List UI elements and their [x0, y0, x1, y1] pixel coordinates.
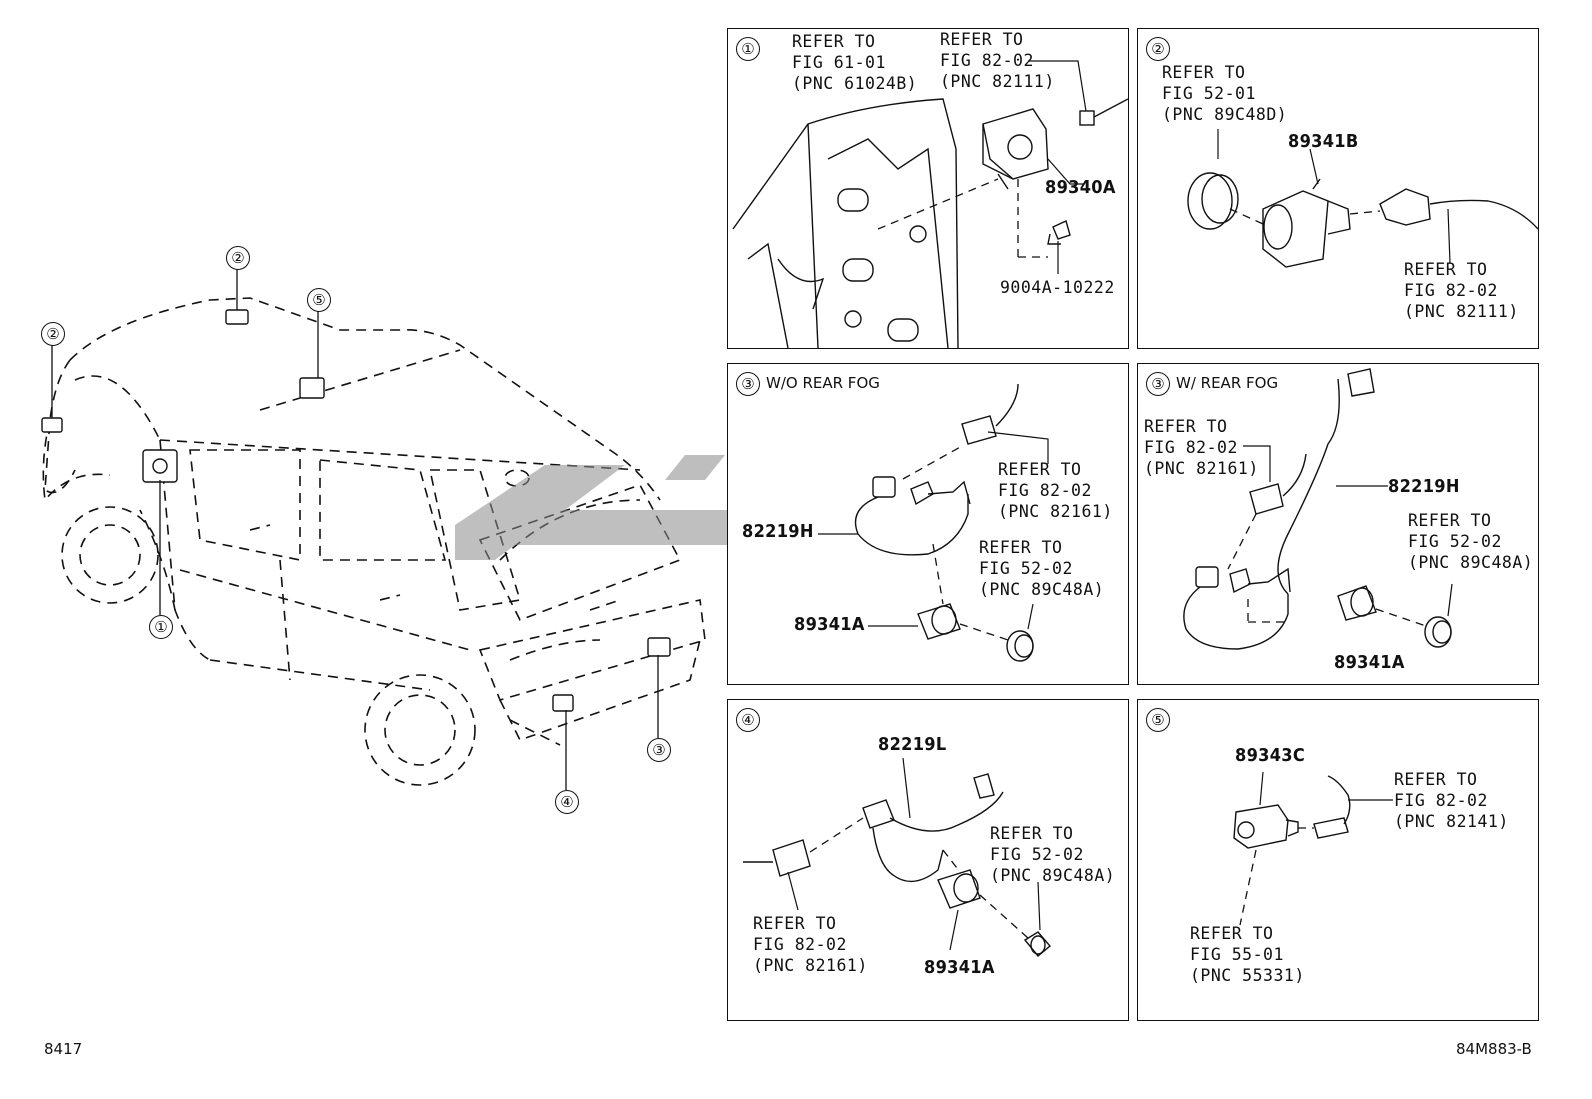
- car-callout-4: ④: [555, 790, 579, 814]
- panel-4-part-89341A: 89341A: [924, 957, 995, 978]
- panel-5-refer-fig-55-01: REFER TO FIG 55-01 (PNC 55331): [1190, 924, 1305, 985]
- panel-4-part-82219L: 82219L: [878, 734, 947, 755]
- panel-3a-drawing: [818, 383, 1049, 662]
- panel-2-drawing: [1187, 129, 1538, 268]
- panel-4-refer-fig-82-02: REFER TO FIG 82-02 (PNC 82161): [753, 914, 868, 975]
- car-callout-3: ③: [647, 738, 671, 762]
- panel-3b-header: W/ REAR FOG: [1176, 374, 1279, 392]
- car-callout-2-left: ②: [41, 322, 65, 346]
- panel-3a-part-89341A: 89341A: [794, 614, 865, 635]
- panel-2-refer-fig-52-01: REFER TO FIG 52-01 (PNC 89C48D): [1162, 63, 1288, 124]
- figure-code-right: 84M883-B: [1456, 1040, 1532, 1058]
- panel-5-number: ⑤: [1146, 708, 1170, 732]
- panel-5-part-89343C: 89343C: [1235, 745, 1306, 766]
- sensor-rear-side-left: [225, 309, 249, 325]
- panel-3a-refer-fig-82-02: REFER TO FIG 82-02 (PNC 82161): [998, 460, 1113, 521]
- sensor-side-left: [41, 417, 63, 433]
- sensor-rear-center: [552, 694, 574, 712]
- panel-3a-header: W/O REAR FOG: [766, 374, 880, 392]
- panel-1-part-89340A: 89340A: [1045, 177, 1116, 198]
- panel-3b-refer-fig-52-02: REFER TO FIG 52-02 (PNC 89C48A): [1408, 511, 1534, 572]
- vehicle-overview-drawing: [41, 268, 706, 790]
- panel-3b-refer-fig-82-02: REFER TO FIG 82-02 (PNC 82161): [1144, 417, 1259, 478]
- panel-1-number: ①: [736, 37, 760, 61]
- panel-1-refer-fig-82-02: REFER TO FIG 82-02 (PNC 82111): [940, 30, 1055, 91]
- detail-panel-3-with-rear-fog: ③ W/ REAR FOG REFER TO FIG 82-02 (PNC 82…: [1137, 363, 1539, 685]
- detail-panel-4: ④ 82219L REFER TO FIG 52-02 (PNC 89C48A)…: [727, 699, 1129, 1021]
- sensor-rear-corner: [647, 637, 671, 657]
- panel-1-drawing: [732, 60, 1128, 348]
- panel-5-drawing: [1233, 771, 1393, 926]
- panel-3b-part-82219H: 82219H: [1388, 476, 1460, 497]
- panel-1-part-9004A-10222: 9004A-10222: [1000, 278, 1115, 297]
- sensor-roof: [299, 377, 325, 399]
- detail-panel-3-without-rear-fog: ③ W/O REAR FOG REFER TO FIG 82-02 (PNC 8…: [727, 363, 1129, 685]
- car-callout-2-top: ②: [226, 246, 250, 270]
- detail-panel-1: ① REFER TO FIG 61-01 (PNC 61024B) REFER …: [727, 28, 1129, 349]
- panel-1-refer-fig-61-01: REFER TO FIG 61-01 (PNC 61024B): [792, 32, 918, 93]
- panel-3b-number: ③: [1146, 372, 1170, 396]
- panel-3a-refer-fig-52-02: REFER TO FIG 52-02 (PNC 89C48A): [979, 538, 1105, 599]
- panel-4-number: ④: [736, 708, 760, 732]
- panel-2-number: ②: [1146, 37, 1170, 61]
- panel-4-drawing: [743, 757, 1051, 957]
- panel-2-refer-fig-82-02: REFER TO FIG 82-02 (PNC 82111): [1404, 260, 1519, 321]
- panel-3b-drawing: [1183, 368, 1453, 650]
- figure-code-left: 8417: [44, 1040, 83, 1058]
- panel-5-refer-fig-82-02: REFER TO FIG 82-02 (PNC 82141): [1394, 770, 1509, 831]
- panel-3a-number: ③: [736, 372, 760, 396]
- detail-panel-2: ② REFER TO FIG 52-01 (PNC 89C48D) 89341B…: [1137, 28, 1539, 349]
- panel-2-part-89341B: 89341B: [1288, 131, 1359, 152]
- detail-panel-5: ⑤ 89343C REFER TO FIG 82-02 (PNC 82141) …: [1137, 699, 1539, 1021]
- panel-4-refer-fig-52-02: REFER TO FIG 52-02 (PNC 89C48A): [990, 824, 1116, 885]
- car-callout-1: ①: [149, 615, 173, 639]
- car-callout-5: ⑤: [307, 288, 331, 312]
- panel-3a-part-82219H: 82219H: [742, 521, 814, 542]
- panel-3b-part-89341A: 89341A: [1334, 652, 1405, 673]
